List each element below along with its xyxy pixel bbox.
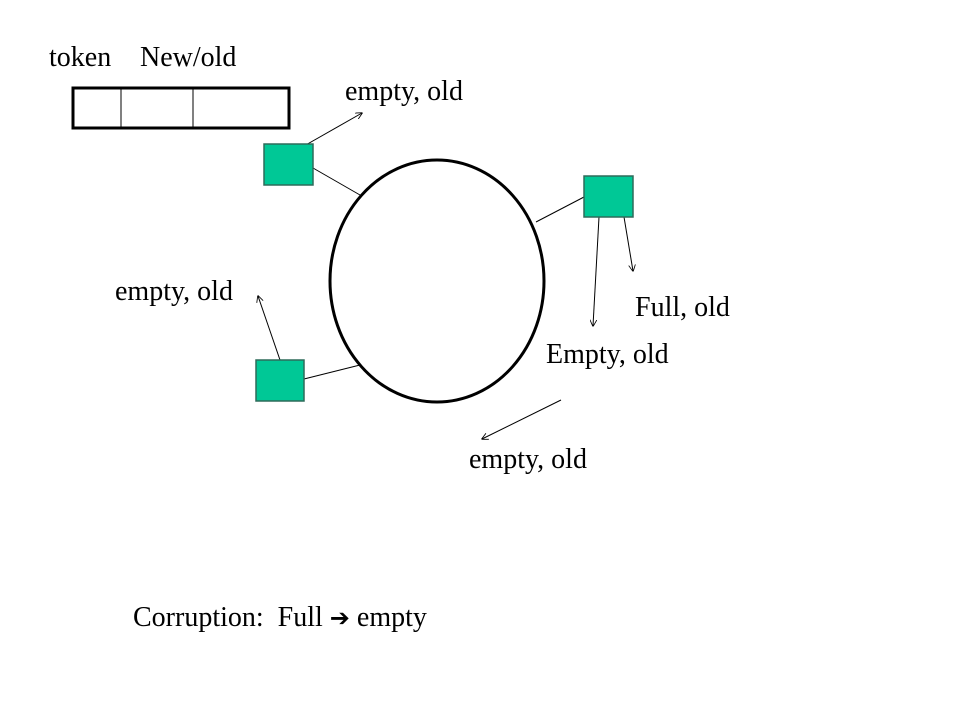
arrow-bottom-empty — [482, 399, 562, 439]
node-right — [583, 175, 634, 218]
token-register-box — [71, 86, 291, 130]
right-arrow-icon: ➔ — [329, 604, 350, 632]
label-empty-old-bottom: empty, old — [469, 444, 587, 475]
connector-right-node — [535, 196, 585, 223]
corruption-prefix: Corruption: Full — [133, 602, 330, 633]
node-bottom — [255, 359, 305, 402]
label-top-node: empty, old — [345, 76, 463, 107]
newold-label: New/old — [140, 42, 237, 73]
token-label: token — [49, 42, 112, 73]
corruption-caption: Corruption: Full ➔ empty — [105, 576, 427, 660]
corruption-suffix: empty — [349, 602, 427, 633]
ring — [328, 158, 546, 404]
connector-bottom-node — [303, 364, 361, 380]
arrow-bottom-node — [258, 296, 281, 361]
arrow-right-node-full — [623, 216, 633, 271]
label-left-node: empty, old — [115, 276, 233, 307]
label-full-old: Full, old — [635, 292, 730, 323]
arrow-top-node — [303, 113, 362, 147]
label-empty-old-right: Empty, old — [546, 339, 669, 370]
arrow-right-node-empty — [593, 216, 600, 326]
connector-top-node — [312, 167, 361, 196]
token-register — [71, 86, 291, 130]
node-top — [263, 143, 314, 186]
